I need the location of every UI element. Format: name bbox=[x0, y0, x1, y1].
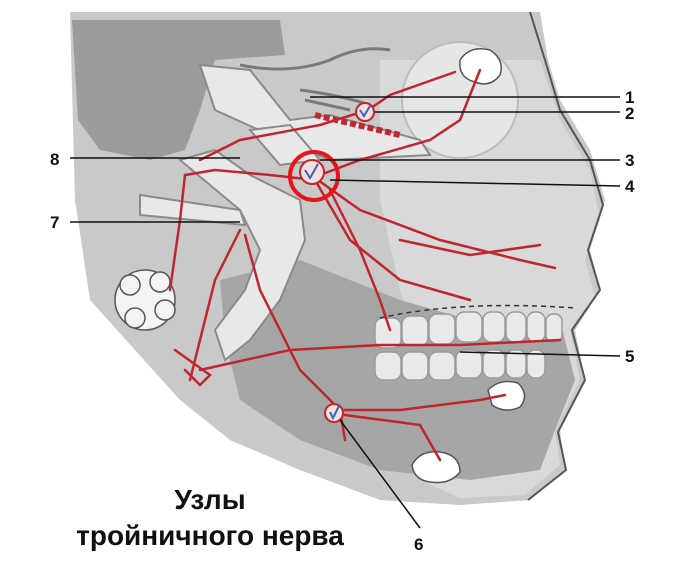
ganglion-6 bbox=[325, 404, 343, 422]
ganglion-1 bbox=[356, 103, 374, 121]
label-7: 7 bbox=[50, 213, 59, 232]
ganglion-4 bbox=[300, 160, 324, 184]
label-2: 2 bbox=[625, 104, 634, 123]
label-4: 4 bbox=[625, 177, 635, 196]
gland-right bbox=[488, 382, 525, 411]
caption-line-1: Узлы bbox=[40, 486, 380, 514]
gland-bottom bbox=[412, 452, 460, 483]
label-5: 5 bbox=[625, 347, 634, 366]
gland-left bbox=[115, 270, 175, 330]
gland-top bbox=[460, 49, 501, 84]
label-3: 3 bbox=[625, 151, 634, 170]
caption-line-2: тройничного нерва bbox=[40, 522, 380, 550]
label-8: 8 bbox=[50, 150, 59, 169]
label-6: 6 bbox=[414, 535, 423, 554]
